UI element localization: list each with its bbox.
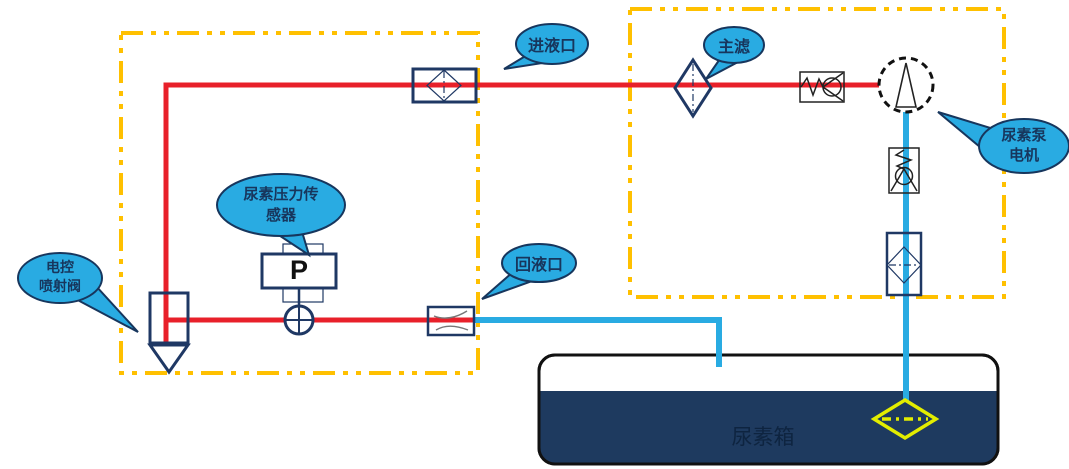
urea-tank <box>537 353 1000 466</box>
suction-filter-symbol <box>885 231 923 297</box>
check-valve-horizontal-symbol <box>799 71 845 103</box>
pressure-sensor-symbol <box>260 243 338 336</box>
pressure-line-main <box>163 82 879 342</box>
tank-liquid <box>539 391 998 464</box>
callout-injector-valve-bubble <box>17 252 139 333</box>
pump-symbol <box>877 56 935 114</box>
throttle-orifice-symbol <box>426 305 476 337</box>
return-line-to-tank <box>474 317 722 367</box>
callout-inlet-port-bubble <box>503 23 589 70</box>
callout-pressure-sensor-bubble <box>216 173 346 258</box>
tank-strainer-symbol <box>870 397 940 441</box>
main-filter-symbol <box>673 57 713 119</box>
callout-return-port-bubble <box>481 243 577 300</box>
injector-assembly-box <box>119 31 480 375</box>
inline-filter-symbol <box>411 67 478 104</box>
pump-assembly-box <box>628 7 1006 299</box>
callout-main-filter-bubble <box>703 26 765 80</box>
callout-pump-motor-bubble <box>937 111 1069 174</box>
check-valve-vertical-symbol <box>888 147 920 194</box>
injector-symbol <box>147 291 191 375</box>
tank-border <box>537 353 1000 466</box>
